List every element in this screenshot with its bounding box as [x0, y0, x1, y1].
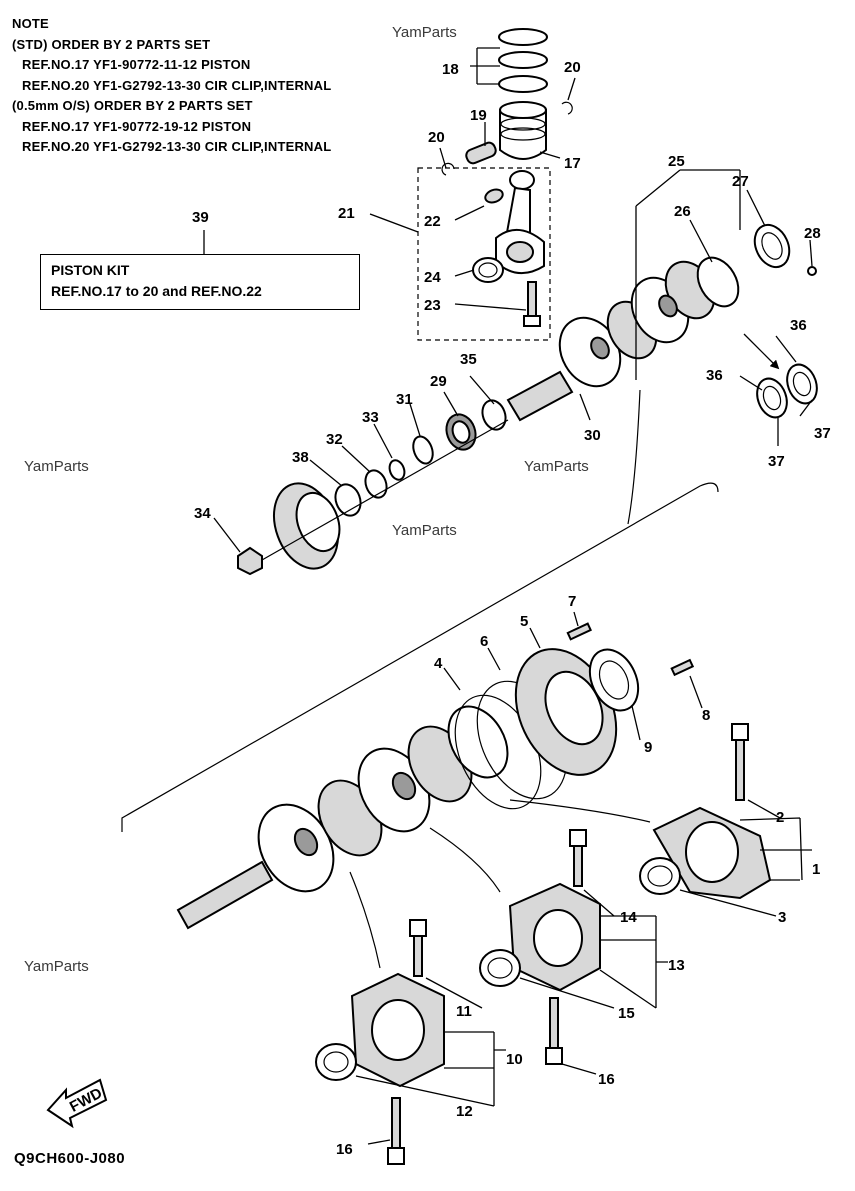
bearing-15[interactable] — [479, 949, 521, 987]
watermark: YamParts — [24, 958, 89, 975]
callout-24: 24 — [424, 269, 441, 286]
nut-34[interactable] — [237, 546, 263, 576]
crankshaft-upper[interactable] — [506, 250, 747, 422]
cap-bolt-16-upper[interactable] — [545, 997, 563, 1065]
oil-seal-pair[interactable] — [752, 360, 822, 421]
leader-lines — [203, 47, 813, 1145]
note-line: (0.5mm O/S) ORDER BY 2 PARTS SET — [12, 98, 253, 113]
callout-15: 15 — [618, 1005, 635, 1022]
callout-11: 11 — [456, 1003, 472, 1020]
callout-28: 28 — [804, 225, 821, 242]
callout-14: 14 — [620, 909, 637, 926]
callout-10: 10 — [506, 1051, 523, 1068]
main-bearing-cap-1[interactable] — [652, 806, 772, 900]
watermark: YamParts — [524, 458, 589, 475]
callout-26: 26 — [674, 203, 691, 220]
spacer-32[interactable] — [362, 467, 390, 500]
piston-pin[interactable] — [464, 141, 497, 165]
crank-seal[interactable] — [748, 219, 796, 272]
callout-5: 5 — [520, 613, 528, 630]
callout-36: 36 — [706, 367, 723, 384]
callout-37: 37 — [768, 453, 785, 470]
piston-kit-refs: REF.NO.17 to 20 and REF.NO.22 — [51, 283, 262, 299]
watermark: YamParts — [24, 458, 89, 475]
callout-3: 3 — [778, 909, 786, 926]
piston-rings[interactable] — [498, 28, 548, 93]
callout-20: 20 — [428, 129, 445, 146]
section-divider — [121, 482, 719, 832]
big-end-bearing[interactable] — [472, 257, 504, 283]
rod-bolt[interactable] — [523, 281, 541, 327]
cap-bolt-2[interactable] — [731, 723, 749, 801]
coupling-flange[interactable] — [263, 474, 349, 577]
callout-8: 8 — [702, 707, 710, 724]
note-line: REF.NO.20 YF1-G2792-13-30 CIR CLIP,INTER… — [22, 139, 332, 154]
collar-35[interactable] — [479, 397, 510, 433]
callout-4: 4 — [434, 655, 443, 672]
callout-6: 6 — [480, 633, 488, 650]
callout-16: 16 — [598, 1071, 615, 1088]
connecting-rod[interactable] — [417, 167, 551, 341]
fwd-arrow-icon: FWD — [46, 1078, 108, 1129]
callout-36: 36 — [790, 317, 807, 334]
callout-34: 34 — [194, 505, 211, 522]
callout-29: 29 — [430, 373, 447, 390]
crankshaft-lower[interactable] — [176, 696, 520, 930]
note-title: NOTE — [12, 16, 49, 31]
watermark: YamParts — [392, 522, 457, 539]
callout-39: 39 — [192, 209, 209, 226]
bolt-8[interactable] — [670, 658, 695, 677]
cap-bolt-16-lower[interactable] — [387, 1097, 405, 1165]
watermark: YamParts — [392, 24, 457, 41]
callout-33: 33 — [362, 409, 379, 426]
callout-18: 18 — [442, 61, 459, 78]
callout-35: 35 — [460, 351, 477, 368]
note-line: REF.NO.20 YF1-G2792-13-30 CIR CLIP,INTER… — [22, 77, 332, 93]
callout-25: 25 — [668, 153, 685, 170]
callout-22: 22 — [424, 213, 441, 230]
callout-2: 2 — [776, 809, 784, 826]
callout-30: 30 — [584, 427, 601, 444]
callout-23: 23 — [424, 297, 441, 314]
washer-31[interactable] — [410, 434, 436, 466]
callout-38: 38 — [292, 449, 309, 466]
callout-16: 16 — [336, 1141, 353, 1158]
bearing-3[interactable] — [639, 857, 681, 895]
cap-bolt-14[interactable] — [569, 829, 587, 887]
bearing-12[interactable] — [315, 1043, 357, 1081]
divider-link — [627, 389, 641, 525]
callout-13: 13 — [668, 957, 685, 974]
callout-numbers: 1 2 3 4 5 6 7 8 9 10 11 12 13 14 15 16 1… — [192, 59, 831, 1158]
callout-31: 31 — [396, 391, 413, 408]
callout-20: 20 — [564, 59, 581, 76]
callout-27: 27 — [732, 173, 749, 190]
callout-9: 9 — [644, 739, 652, 756]
piston-kit-title: PISTON KIT — [51, 262, 130, 278]
main-bearing-cap-13[interactable] — [508, 882, 601, 992]
callout-37: 37 — [814, 425, 831, 442]
callout-1: 1 — [812, 861, 820, 878]
oil-seal-9[interactable] — [581, 642, 648, 719]
piston-kit-box: PISTON KIT REF.NO.17 to 20 and REF.NO.22 — [40, 254, 360, 310]
callout-7: 7 — [568, 593, 576, 610]
ring-33[interactable] — [387, 458, 407, 482]
callout-17: 17 — [564, 155, 581, 172]
bearing-29[interactable] — [442, 410, 481, 453]
cap-bolt-11[interactable] — [409, 919, 427, 977]
note-line: REF.NO.17 YF1-90772-19-12 PISTON — [22, 118, 252, 134]
callout-32: 32 — [326, 431, 343, 448]
bolt-7[interactable] — [566, 622, 592, 641]
callout-19: 19 — [470, 107, 487, 124]
diagram-code: Q9CH600-J080 — [14, 1150, 126, 1167]
note-line: REF.NO.17 YF1-90772-11-12 PISTON — [22, 57, 251, 72]
note-line: (STD) ORDER BY 2 PARTS SET — [12, 36, 211, 52]
callout-21: 21 — [338, 205, 355, 222]
main-bearing-cap-10[interactable] — [350, 972, 445, 1088]
knock-pin[interactable] — [807, 266, 817, 276]
parts-note: NOTE (STD) ORDER BY 2 PARTS SET REF.NO.1… — [12, 14, 331, 158]
piston[interactable] — [499, 101, 547, 160]
callout-12: 12 — [456, 1103, 473, 1120]
